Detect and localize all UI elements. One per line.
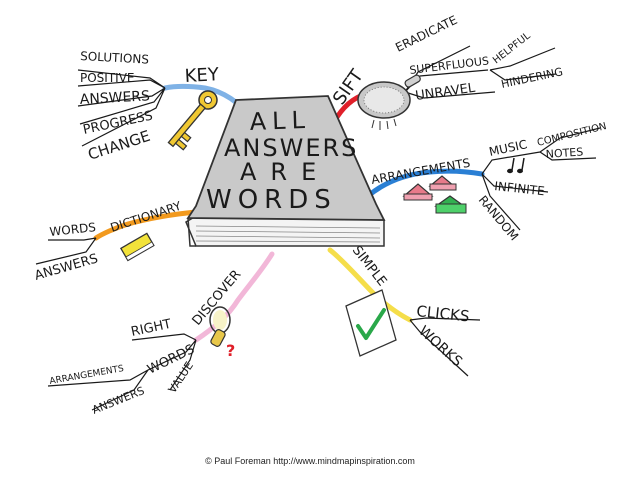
key-icon [167, 90, 218, 151]
sift-sub-unravel: UNRAVEL [414, 81, 476, 104]
arrangements-sub-infinite: INFINITE [494, 179, 546, 198]
dictionary-book-icon [119, 232, 155, 262]
svg-text:?: ? [226, 341, 235, 360]
branch-discover [193, 251, 275, 343]
key-sub-answers: ANSWERS [79, 88, 150, 108]
sieve-icon [357, 74, 421, 130]
arrangements-sub-random: RANDOM [476, 193, 521, 243]
magnifier-question-icon: ? [209, 306, 235, 360]
sift-sub-helpful: HELPFUL [491, 30, 533, 66]
branch-dictionary [93, 209, 199, 241]
arrangements-sub-notes: NOTES [545, 145, 583, 161]
sift-sub-lines [404, 45, 557, 99]
sift-sub-hindering: HINDERING [500, 65, 564, 91]
branch-simple-label: SIMPLE [349, 243, 390, 289]
arrangements-sub-composition: COMPOSITION [536, 121, 608, 149]
discover-sub-answers: ANSWERS [90, 384, 146, 417]
center-text-line1: ALL [249, 106, 311, 136]
key-sub-lines [77, 69, 166, 147]
checkmark-icon [345, 289, 397, 357]
branch-key-label: KEY [184, 64, 220, 87]
key-sub-positive: POSITIVE [80, 71, 135, 85]
dictionary-sub-words: WORDS [49, 220, 97, 239]
center-text-line4: WORDS [206, 185, 337, 215]
dictionary-sub-lines [35, 237, 97, 265]
center-text-line2: ANSWERS [224, 134, 358, 162]
simple-sub-works: WORKS [415, 323, 465, 370]
key-sub-solutions: SOLUTIONS [80, 49, 149, 67]
central-book: ALL ANSWERS ARE WORDS [185, 95, 386, 247]
branch-arrangements [365, 168, 485, 199]
simple-sub-lines [409, 317, 481, 377]
arrangements-sub-music: MUSIC [488, 137, 529, 159]
copyright-footer: © Paul Foreman http://www.mindmapinspira… [205, 456, 415, 466]
sift-sub-eradicate: ERADICATE [393, 13, 459, 55]
branch-arrangements-label: ARRANGEMENTS [370, 156, 471, 187]
center-text-line3: ARE [240, 158, 330, 186]
arrangements-sub-lines [481, 127, 601, 231]
simple-sub-clicks: CLICKS [416, 302, 471, 325]
discover-sub-lines [47, 333, 197, 411]
music-notes-icon [507, 157, 525, 174]
books-icon [402, 175, 467, 214]
